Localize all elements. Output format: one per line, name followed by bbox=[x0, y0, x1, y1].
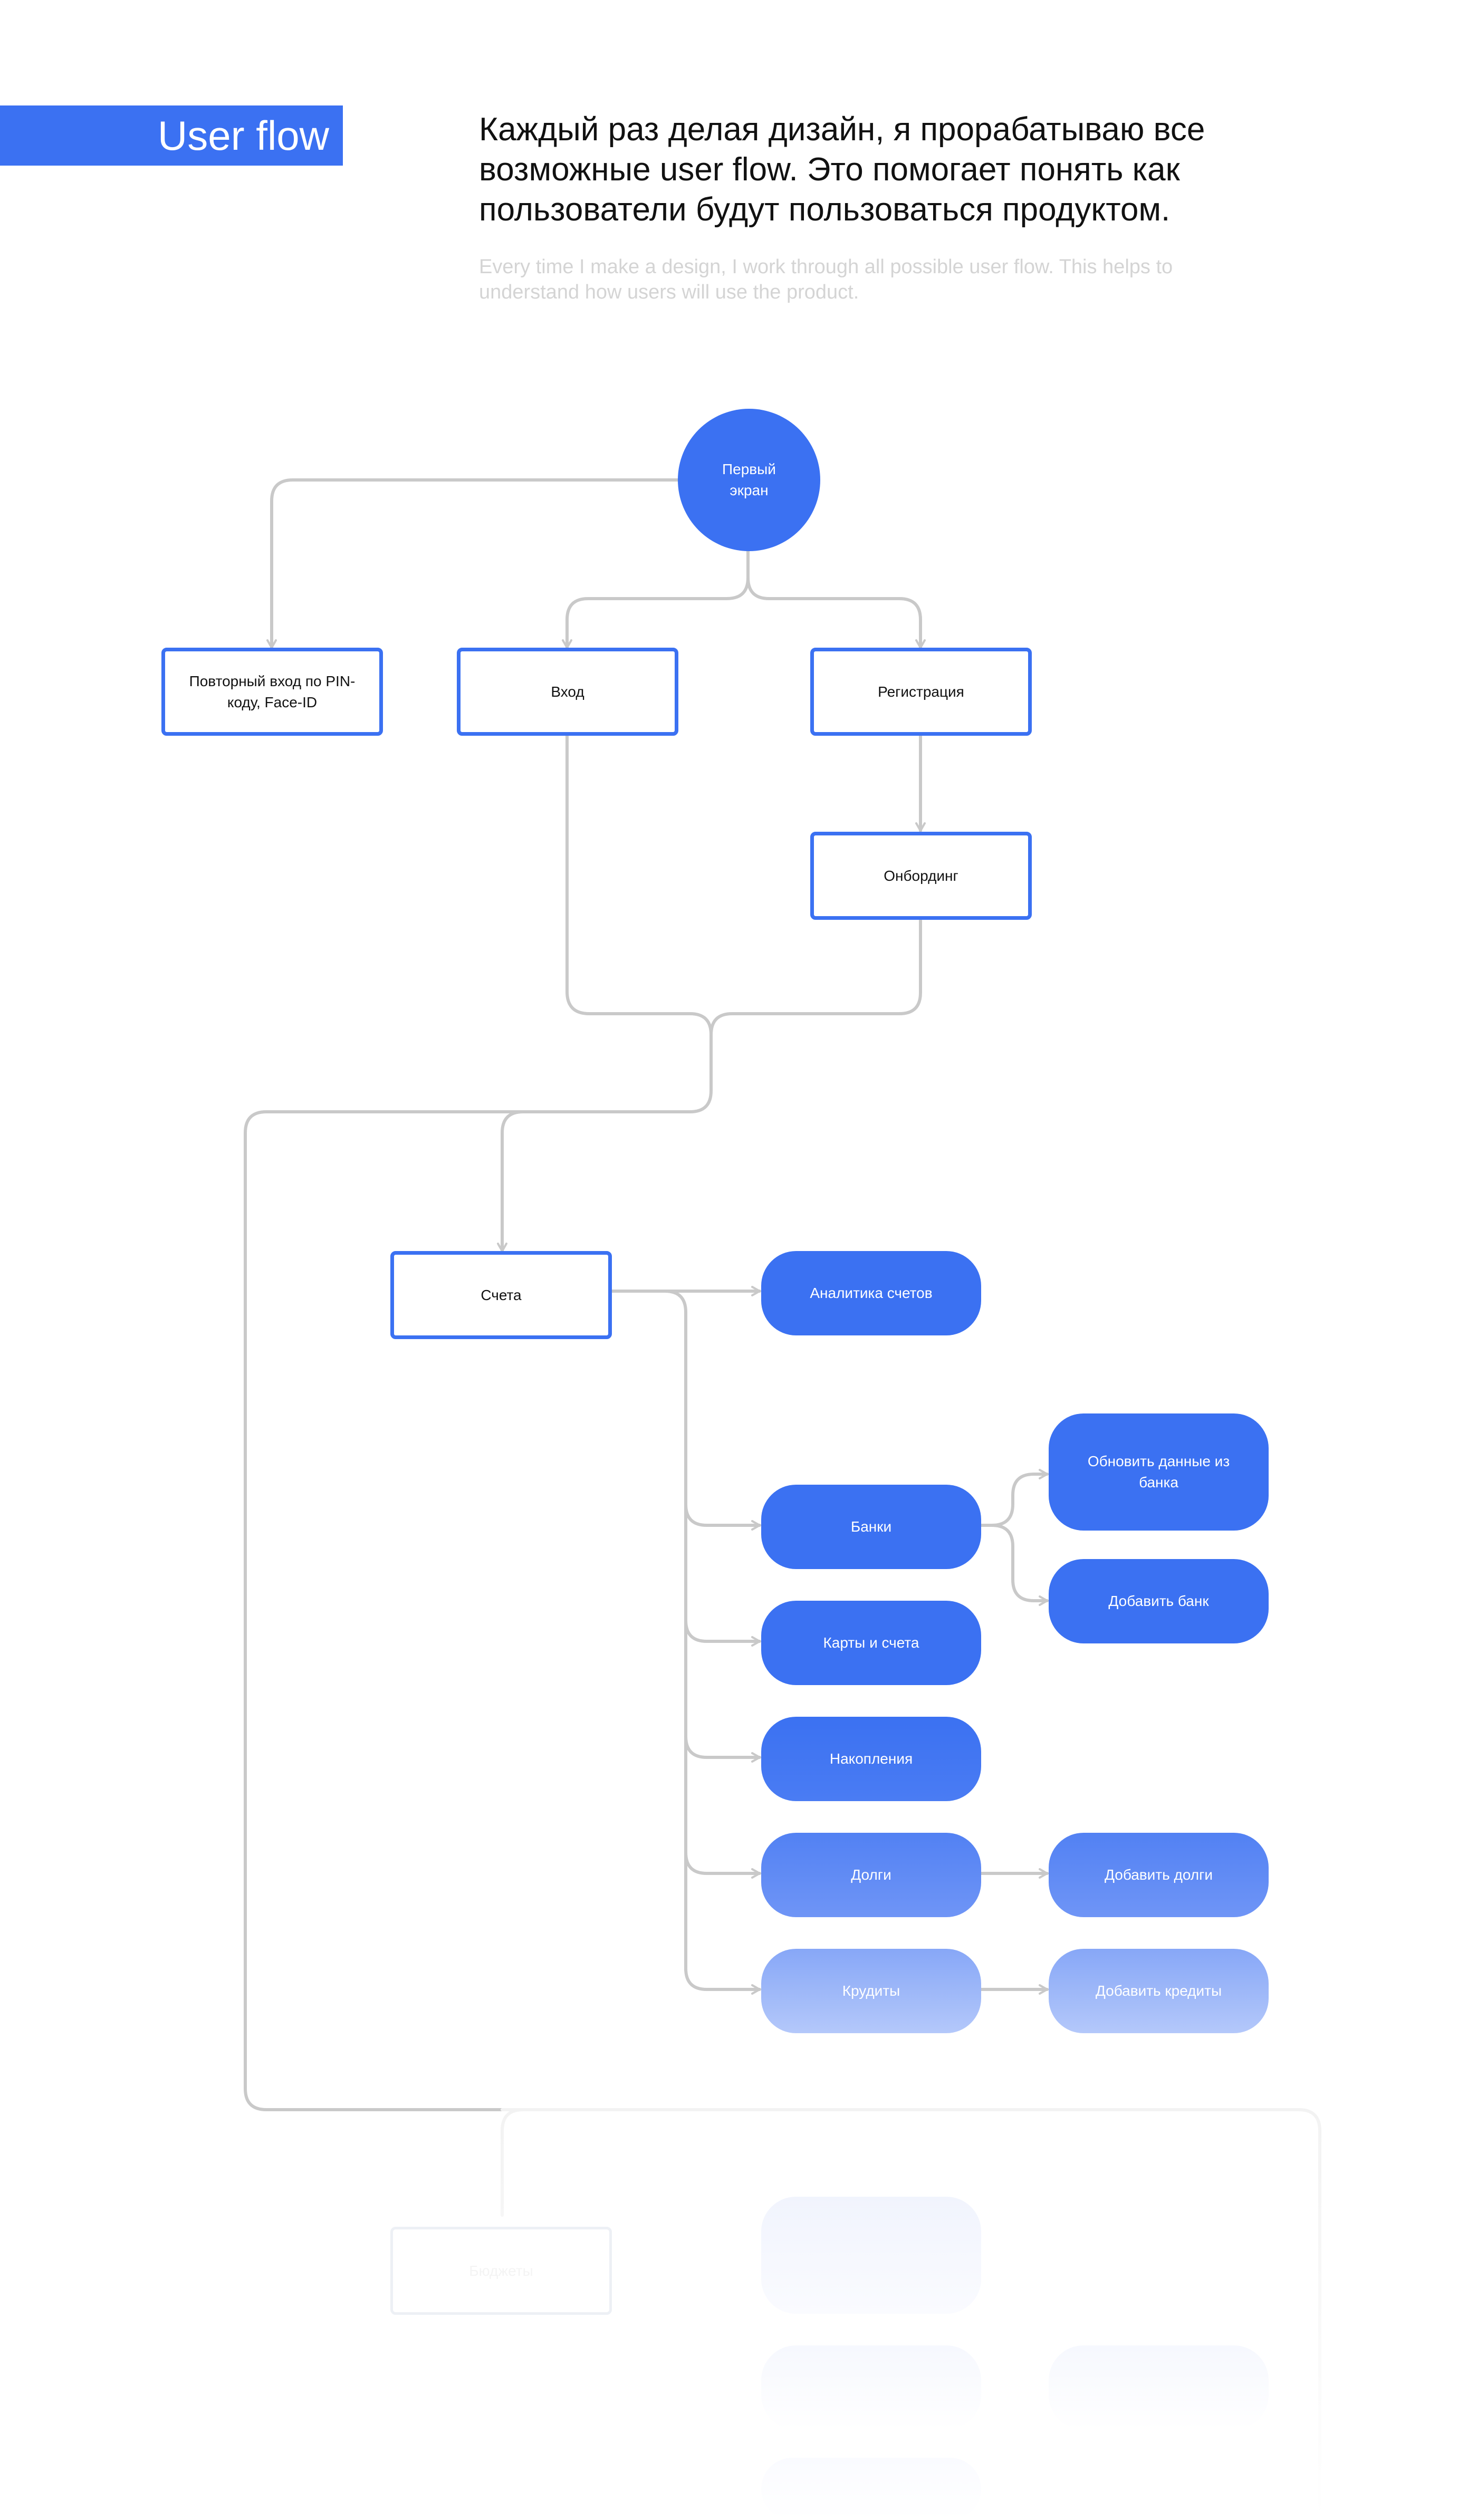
node-debts: Долги bbox=[761, 1833, 981, 1917]
edge-first-to-login bbox=[562, 550, 750, 649]
node-onboarding-label: Онбординг bbox=[884, 867, 958, 884]
node-pin-login-label: Повторный вход по PIN-коду, Face-ID bbox=[189, 672, 356, 710]
node-cards-accounts-label: Карты и счета bbox=[823, 1634, 919, 1651]
node-add-bank-label: Добавить банк bbox=[1108, 1593, 1209, 1609]
node-savings: Накопления bbox=[761, 1717, 981, 1801]
node-add-credits: Добавить кредиты bbox=[1049, 1949, 1269, 2033]
node-analytics: Аналитика счетов bbox=[761, 1251, 981, 1335]
edge-left-loop bbox=[244, 1110, 692, 2111]
node-faded-pill-3 bbox=[1049, 2345, 1269, 2430]
subtext: Every time I make a design, I work throu… bbox=[479, 256, 1173, 303]
headline: Каждый раз делая дизайн, я прорабатываю … bbox=[479, 111, 1205, 228]
node-faded-rect: Бюджеты bbox=[390, 2227, 612, 2315]
node-faded-rect-label: Бюджеты bbox=[469, 2262, 533, 2279]
edge-accounts-trunk bbox=[610, 1290, 687, 1971]
node-pin-login: Повторный вход по PIN-коду, Face-ID bbox=[161, 648, 383, 736]
edge-faded-down bbox=[501, 2108, 525, 2217]
edge-to-cards bbox=[684, 1619, 761, 1647]
node-login: Вход bbox=[457, 648, 678, 736]
edge-login-merge bbox=[565, 734, 713, 1036]
node-faded-pill-4 bbox=[761, 2458, 981, 2520]
node-savings-label: Накопления bbox=[829, 1750, 913, 1767]
node-update-bank-data: Обновить данные из банка bbox=[1049, 1413, 1269, 1531]
node-add-debts-label: Добавить долги bbox=[1104, 1867, 1213, 1883]
node-credits: Крудиты bbox=[761, 1949, 981, 2033]
edge-to-savings bbox=[684, 1735, 761, 1763]
node-faded-pill-1 bbox=[761, 2197, 981, 2314]
edge-to-debts bbox=[684, 1851, 761, 1879]
edge-first-to-registration bbox=[746, 576, 926, 649]
node-add-debts: Добавить долги bbox=[1049, 1833, 1269, 1917]
edge-merge-down bbox=[497, 1033, 713, 1253]
node-add-credits-label: Добавить кредиты bbox=[1095, 1983, 1222, 1999]
node-credits-label: Крудиты bbox=[842, 1983, 900, 1999]
node-banks-label: Банки bbox=[850, 1518, 892, 1535]
node-onboarding: Онбординг bbox=[810, 832, 1032, 920]
node-login-label: Вход bbox=[551, 683, 584, 700]
node-cards-accounts: Карты и счета bbox=[761, 1601, 981, 1685]
edge-faded-loop bbox=[501, 2108, 1321, 2520]
node-accounts-label: Счета bbox=[481, 1286, 522, 1303]
node-accounts: Счета bbox=[390, 1251, 612, 1339]
edge-first-to-pin bbox=[266, 478, 679, 649]
edge-to-credits bbox=[684, 1967, 761, 1995]
node-banks: Банки bbox=[761, 1485, 981, 1569]
node-registration: Регистрация bbox=[810, 648, 1032, 736]
node-first-screen: Первый экран bbox=[678, 409, 820, 551]
section-title-bar: User flow bbox=[0, 105, 343, 166]
node-update-bank-data-label: Обновить данные из банка bbox=[1087, 1453, 1230, 1490]
node-faded-pill-2 bbox=[761, 2345, 981, 2430]
node-debts-label: Долги bbox=[851, 1867, 891, 1883]
section-title: User flow bbox=[157, 112, 329, 159]
node-analytics-label: Аналитика счетов bbox=[810, 1285, 933, 1301]
node-registration-label: Регистрация bbox=[878, 683, 964, 700]
edge-onboarding-merge bbox=[709, 919, 922, 1036]
node-first-screen-label: Первый экран bbox=[722, 461, 776, 498]
edge-to-banks bbox=[684, 1503, 761, 1531]
edge-banks-to-addbank bbox=[990, 1524, 1049, 1606]
edge-banks-to-update bbox=[980, 1469, 1049, 1527]
node-add-bank: Добавить банк bbox=[1049, 1559, 1269, 1643]
